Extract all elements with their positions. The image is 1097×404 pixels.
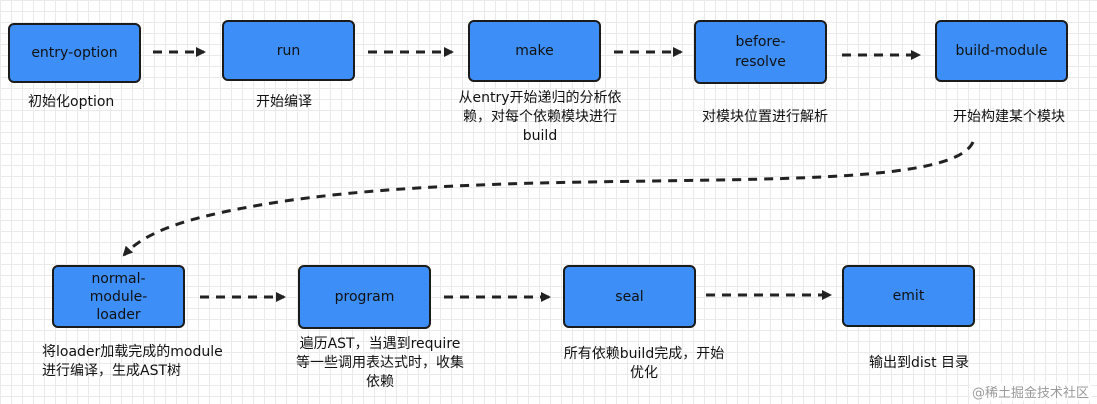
node-build-module: build-module bbox=[935, 20, 1068, 82]
node-program: program bbox=[298, 265, 431, 329]
node-label: build-module bbox=[955, 43, 1048, 59]
caption-seal: 所有依赖build完成，开始 优化 bbox=[563, 346, 725, 381]
caption-emit: 输出到dist 目录 bbox=[869, 355, 970, 371]
node-label: normal- module- loader bbox=[89, 270, 148, 323]
caption-build-module: 开始构建某个模块 bbox=[953, 109, 1065, 125]
caption-run: 开始编译 bbox=[256, 94, 312, 110]
watermark: @稀土掘金技术社区 bbox=[969, 382, 1091, 401]
caption-entry-option: 初始化option bbox=[28, 94, 115, 110]
node-entry-option: entry-option bbox=[8, 23, 141, 83]
node-seal: seal bbox=[563, 265, 696, 328]
node-label: make bbox=[515, 43, 554, 59]
node-emit: emit bbox=[842, 265, 975, 327]
node-make: make bbox=[468, 20, 601, 82]
caption-program: 遍历AST，当遇到require 等一些调用表达式时，收集 依赖 bbox=[296, 336, 464, 390]
node-label: before- resolve bbox=[735, 34, 786, 70]
node-run: run bbox=[222, 20, 355, 81]
node-normal-module-loader: normal- module- loader bbox=[52, 265, 185, 328]
caption-normal-module-loader: 将loader加载完成的module 进行编译，生成AST树 bbox=[42, 344, 223, 379]
node-label: seal bbox=[615, 288, 644, 305]
node-label: emit bbox=[892, 288, 925, 304]
node-label: run bbox=[276, 42, 301, 59]
arrow-build-module-to-normal-module-loader bbox=[122, 141, 975, 257]
node-label: entry-option bbox=[31, 45, 118, 61]
node-label: program bbox=[334, 289, 395, 305]
node-before-resolve: before- resolve bbox=[694, 20, 827, 84]
caption-make: 从entry开始递归的分析依 赖，对每个依赖模块进行 build bbox=[458, 90, 622, 144]
caption-before-resolve: 对模块位置进行解析 bbox=[702, 109, 828, 125]
